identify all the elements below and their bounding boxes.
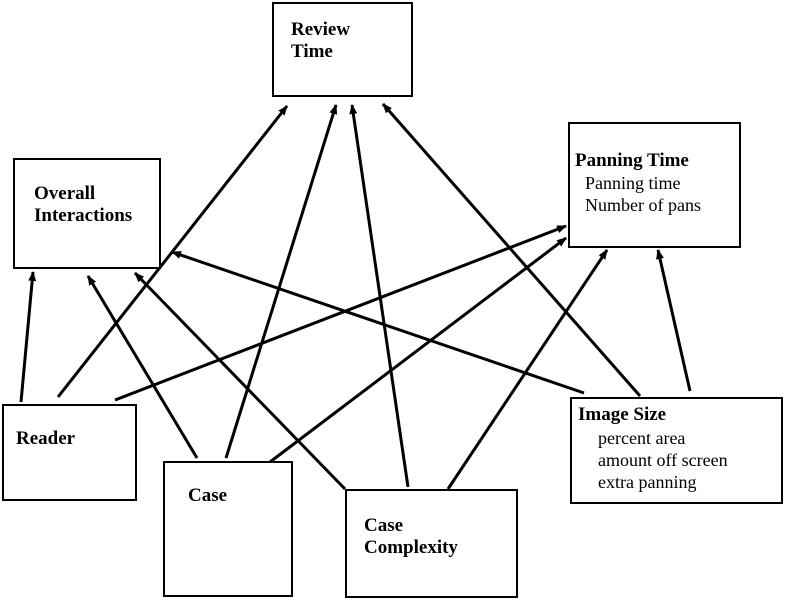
- arrow-case-complexity-to-panning-time: [446, 249, 609, 490]
- image-size-detail-1: percent area: [598, 428, 686, 448]
- panning-time-box: Panning Time Panning time Number of pans: [568, 122, 741, 248]
- panning-time-detail-2: Number of pans: [585, 195, 701, 215]
- overall-interactions-title: Overall Interactions: [34, 183, 133, 226]
- arrow-image-size-to-panning-time: [656, 249, 692, 392]
- reader-title: Reader: [16, 428, 76, 449]
- overall-interactions-box: Overall Interactions: [13, 158, 161, 269]
- review-time-box: Review Time: [272, 2, 413, 97]
- arrow-reader-to-panning-time: [114, 224, 567, 402]
- image-size-box: Image Size percent area amount off scree…: [570, 397, 783, 504]
- case-box: Case: [163, 461, 293, 597]
- arrow-reader-to-overall-interactions: [19, 271, 37, 403]
- case-title: Case: [188, 485, 228, 506]
- arrow-case-complexity-to-review-time: [349, 104, 410, 488]
- panning-time-detail-1: Panning time: [585, 173, 681, 193]
- panning-time-title: Panning Time: [575, 150, 689, 171]
- arrow-case-to-panning-time: [269, 236, 567, 464]
- case-complexity-title: Case Complexity: [364, 515, 458, 558]
- arrow-case-complexity-to-overall-interactions: [133, 271, 347, 491]
- review-time-title: Review Time: [291, 19, 351, 62]
- reader-box: Reader: [2, 404, 137, 501]
- image-size-title: Image Size: [578, 404, 667, 425]
- arrow-case-to-review-time: [224, 104, 338, 459]
- arrow-image-size-to-overall-interactions: [171, 250, 585, 395]
- case-complexity-box: Case Complexity: [345, 489, 518, 598]
- edge-group: [19, 103, 692, 491]
- arrow-image-size-to-review-time: [381, 103, 642, 397]
- arrow-case-to-overall-interactions: [86, 275, 199, 459]
- image-size-detail-3: extra panning: [598, 472, 697, 492]
- image-size-detail-2: amount off screen: [598, 450, 728, 470]
